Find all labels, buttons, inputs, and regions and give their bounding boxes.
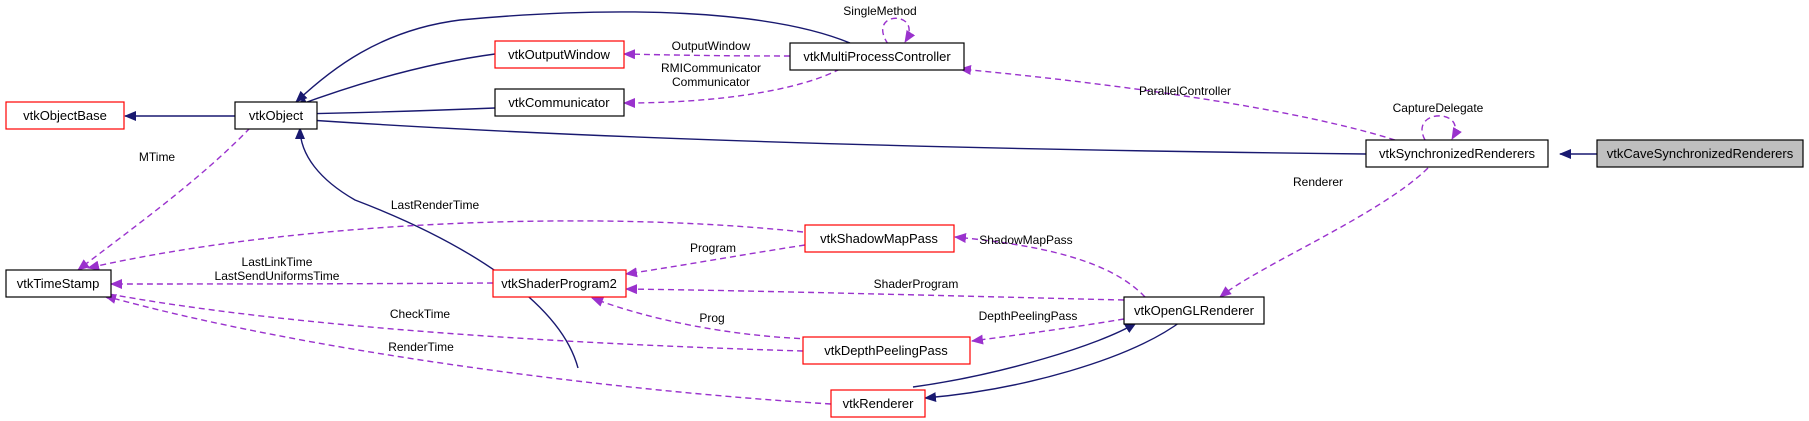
- edge-depthpeelingpass-to-timestamp: [97, 289, 804, 352]
- node-label: vtkSynchronizedRenderers: [1379, 146, 1536, 161]
- edge-label-program: Program: [690, 241, 736, 255]
- edge-renderer-to-openglrenderer: [912, 322, 1137, 388]
- node-label: vtkObject: [249, 108, 304, 123]
- edge-label-rmicommunicator: RMICommunicator: [661, 61, 761, 75]
- edge-multiprocesscontroller-to-outputwindow: [623, 49, 791, 60]
- node-label: vtkOpenGLRenderer: [1134, 303, 1255, 318]
- edge-openglrenderer-to-renderer: [924, 319, 1184, 403]
- node-box: [1123, 296, 1265, 325]
- edge-label-prog: Prog: [699, 311, 724, 325]
- node-box: [492, 269, 627, 298]
- edge-object-to-synchronizedrenderers: [293, 114, 1367, 155]
- edge-shaderprogram2-to-timestamp: [110, 278, 494, 289]
- edge-object-to-multiprocesscontroller: [295, 11, 851, 103]
- node-label: vtkShadowMapPass: [820, 231, 938, 246]
- node-vtkcavesynchronizedrenderers[interactable]: vtkCaveSynchronizedRenderers: [1596, 139, 1804, 168]
- node-vtkshaderprogram2[interactable]: vtkShaderProgram2: [492, 269, 627, 298]
- edge-object-to-communicator: [295, 107, 496, 119]
- edge-label-rendertime: RenderTime: [388, 340, 454, 354]
- node-box: [5, 269, 112, 298]
- edge-label-communicator: Communicator: [672, 75, 750, 89]
- edge-multiprocesscontroller-to-communicator: [623, 68, 841, 108]
- node-label: vtkTimeStamp: [17, 276, 100, 291]
- node-label: vtkShaderProgram2: [501, 276, 617, 291]
- node-label: vtkObjectBase: [23, 108, 107, 123]
- node-box: [1365, 139, 1549, 168]
- edge-label-outputwindow: OutputWindow: [672, 39, 751, 53]
- node-box: [802, 336, 971, 365]
- edge-label-lastsenduniformstime: LastSendUniformsTime: [215, 269, 340, 283]
- edge-object-to-outputwindow: [295, 53, 496, 107]
- edge-label-capturedelegate: CaptureDelegate: [1393, 101, 1484, 115]
- node-vtksynchronizedrenderers[interactable]: vtkSynchronizedRenderers: [1365, 139, 1549, 168]
- node-vtkrenderer[interactable]: vtkRenderer: [830, 389, 926, 418]
- node-box: [804, 224, 955, 253]
- node-box: [830, 389, 926, 418]
- nodes-layer: vtkCaveSynchronizedRenderers vtkSynchron…: [5, 40, 1804, 418]
- edge-openglrenderer-to-shaderprogram2: [625, 284, 1125, 301]
- edge-label-checktime: CheckTime: [390, 307, 451, 321]
- edge-labels-layer: SingleMethod OutputWindow RMICommunicato…: [139, 4, 1484, 354]
- edge-label-shaderprogram: ShaderProgram: [874, 277, 959, 291]
- node-label: vtkDepthPeelingPass: [824, 343, 948, 358]
- edge-label-lastlinktime: LastLinkTime: [242, 255, 313, 269]
- node-label: vtkCaveSynchronizedRenderers: [1607, 146, 1794, 161]
- edge-label-parallelcontroller: ParallelController: [1139, 84, 1231, 98]
- edge-renderer-to-timestamp: [104, 294, 832, 405]
- edge-multiprocesscontroller-selfloop: [881, 17, 916, 45]
- node-vtkobject[interactable]: vtkObject: [234, 101, 318, 130]
- node-label: vtkMultiProcessController: [803, 49, 951, 64]
- node-box: [789, 42, 965, 71]
- node-vtkobjectbase[interactable]: vtkObjectBase: [5, 101, 125, 130]
- node-label: vtkRenderer: [843, 396, 914, 411]
- edges-layer: [77, 11, 1597, 405]
- edge-label-mtime: MTime: [139, 150, 176, 164]
- edge-label-shadowmappass: ShadowMapPass: [979, 233, 1072, 247]
- edge-shadowmappass-to-shaderprogram2: [625, 244, 806, 278]
- edge-shadowmappass-to-timestamp: [87, 220, 804, 271]
- node-label: vtkOutputWindow: [508, 47, 610, 62]
- edge-object-to-timestamp: [77, 127, 251, 271]
- node-vtkcommunicator[interactable]: vtkCommunicator: [494, 88, 625, 117]
- edge-openglrenderer-to-depthpeelingpass: [971, 318, 1125, 345]
- edge-label-lastrendertime: LastRenderTime: [391, 198, 480, 212]
- node-vtkdepthpeelingpass[interactable]: vtkDepthPeelingPass: [802, 336, 971, 365]
- node-vtkmultiprocesscontroller[interactable]: vtkMultiProcessController: [789, 42, 965, 71]
- node-box: [1596, 139, 1804, 168]
- node-box: [234, 101, 318, 130]
- edge-synchronizedrenderers-selfloop: [1421, 115, 1462, 141]
- node-box: [494, 40, 625, 69]
- edge-openglrenderer-to-shadowmappass: [954, 233, 1146, 298]
- node-vtkoutputwindow[interactable]: vtkOutputWindow: [494, 40, 625, 69]
- edge-label-singlemethod: SingleMethod: [843, 4, 916, 18]
- node-vtktimestamp[interactable]: vtkTimeStamp: [5, 269, 112, 298]
- edge-label-depthpeelingpass: DepthPeelingPass: [979, 309, 1078, 323]
- node-vtkshadowmappass[interactable]: vtkShadowMapPass: [804, 224, 955, 253]
- edge-object-to-shaderprogram2: [295, 127, 579, 369]
- node-box: [494, 88, 625, 117]
- node-box: [5, 101, 125, 130]
- node-vtkopenglrenderer[interactable]: vtkOpenGLRenderer: [1123, 296, 1265, 325]
- edge-synchronizedrenderers-to-openglrenderer: [1219, 167, 1429, 298]
- node-label: vtkCommunicator: [508, 95, 610, 110]
- edge-synchronizedrenderers-to-multiprocesscontroller: [959, 65, 1396, 141]
- edge-label-renderer: Renderer: [1293, 175, 1343, 189]
